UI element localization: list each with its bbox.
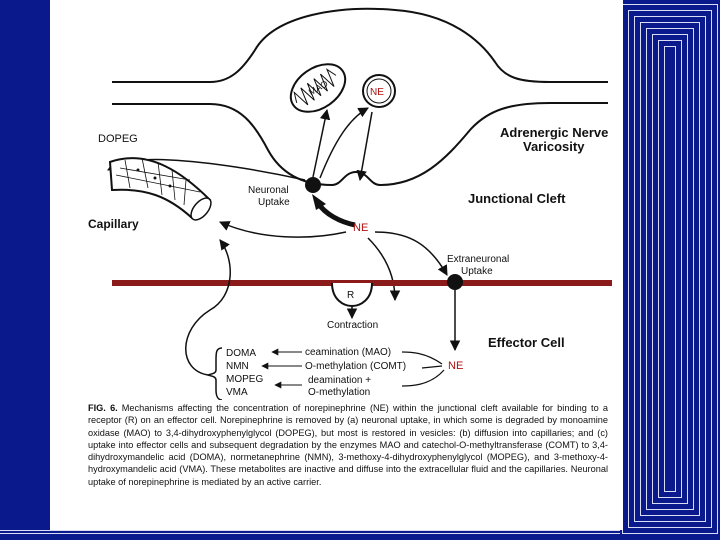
frame-line xyxy=(646,28,694,510)
ne-effector-label: NE xyxy=(448,360,463,372)
nerve-subtitle: Varicosity xyxy=(523,139,585,154)
frame-line xyxy=(664,46,676,492)
vesicle-ne-label: NE xyxy=(370,87,384,98)
metabolite-mopeg: MOPEG xyxy=(226,374,263,385)
frame-line xyxy=(628,10,712,528)
dopeg-label: DOPEG xyxy=(98,133,138,145)
reaction-methylation: O-methylation (COMT) xyxy=(305,361,406,372)
bottom-stripe xyxy=(0,530,620,534)
vesicle xyxy=(362,74,396,108)
extraneuronal-label: Extraneuronal xyxy=(447,254,509,265)
arrow-ne-to-capillary xyxy=(219,221,347,238)
extraneuronal-carrier xyxy=(447,274,463,290)
decorative-frame xyxy=(620,0,720,540)
arrow-metabolites-to-capillary xyxy=(185,239,231,376)
figure-card: MAO NE Adrenergic Nerve Varicosity Junct… xyxy=(50,0,623,530)
arrow-ne-down xyxy=(367,237,401,302)
norepinephrine-diagram: MAO NE Adrenergic Nerve Varicosity Junct… xyxy=(88,7,612,400)
nerve-membrane-upper xyxy=(112,7,608,83)
nerve-title: Adrenergic Nerve xyxy=(500,125,608,140)
frame-line xyxy=(640,22,700,516)
frame-line xyxy=(634,16,706,522)
arrow-ne-to-extraneuronal xyxy=(374,231,448,276)
contraction-label: Contraction xyxy=(327,320,378,331)
arrow-to-vesicle-curve xyxy=(319,107,369,179)
capillary-label: Capillary xyxy=(88,217,139,231)
arrows-from-effector-ne xyxy=(401,351,445,387)
junctional-cleft-label: Junctional Cleft xyxy=(468,191,566,206)
neuronal-uptake-carrier xyxy=(305,177,321,193)
arrow-vesicle-release xyxy=(356,111,373,182)
metabolite-doma: DOMA xyxy=(226,348,256,359)
figure-label: FIG. 6. xyxy=(88,403,118,413)
neuronal-uptake-label: Neuronal xyxy=(248,185,289,196)
receptor-label: R xyxy=(347,290,354,301)
arrow-to-mao xyxy=(312,108,331,178)
reaction-combined-2: O-methylation xyxy=(308,387,370,398)
thick-uptake-arrow xyxy=(315,201,356,228)
frame-line xyxy=(658,40,682,498)
effector-cell-label: Effector Cell xyxy=(488,335,565,350)
caption-text: Mechanisms affecting the concentration o… xyxy=(88,403,608,487)
metabolite-bracket xyxy=(206,347,223,400)
reaction-deamination: ceamination (MAO) xyxy=(305,347,391,358)
extraneuronal-label-2: Uptake xyxy=(461,266,493,277)
capillary xyxy=(108,157,212,221)
mitochondrion xyxy=(289,63,347,113)
frame-line xyxy=(652,34,688,504)
metabolite-nmn: NMN xyxy=(226,361,249,372)
ne-cleft-label: NE xyxy=(353,222,368,234)
neuronal-uptake-label-2: Uptake xyxy=(258,197,290,208)
nerve-membrane-lower xyxy=(112,102,608,187)
figure-caption: FIG. 6.Mechanisms affecting the concentr… xyxy=(88,402,608,488)
reaction-combined: deamination + xyxy=(308,375,371,386)
metabolite-vma: VMA xyxy=(226,387,248,398)
